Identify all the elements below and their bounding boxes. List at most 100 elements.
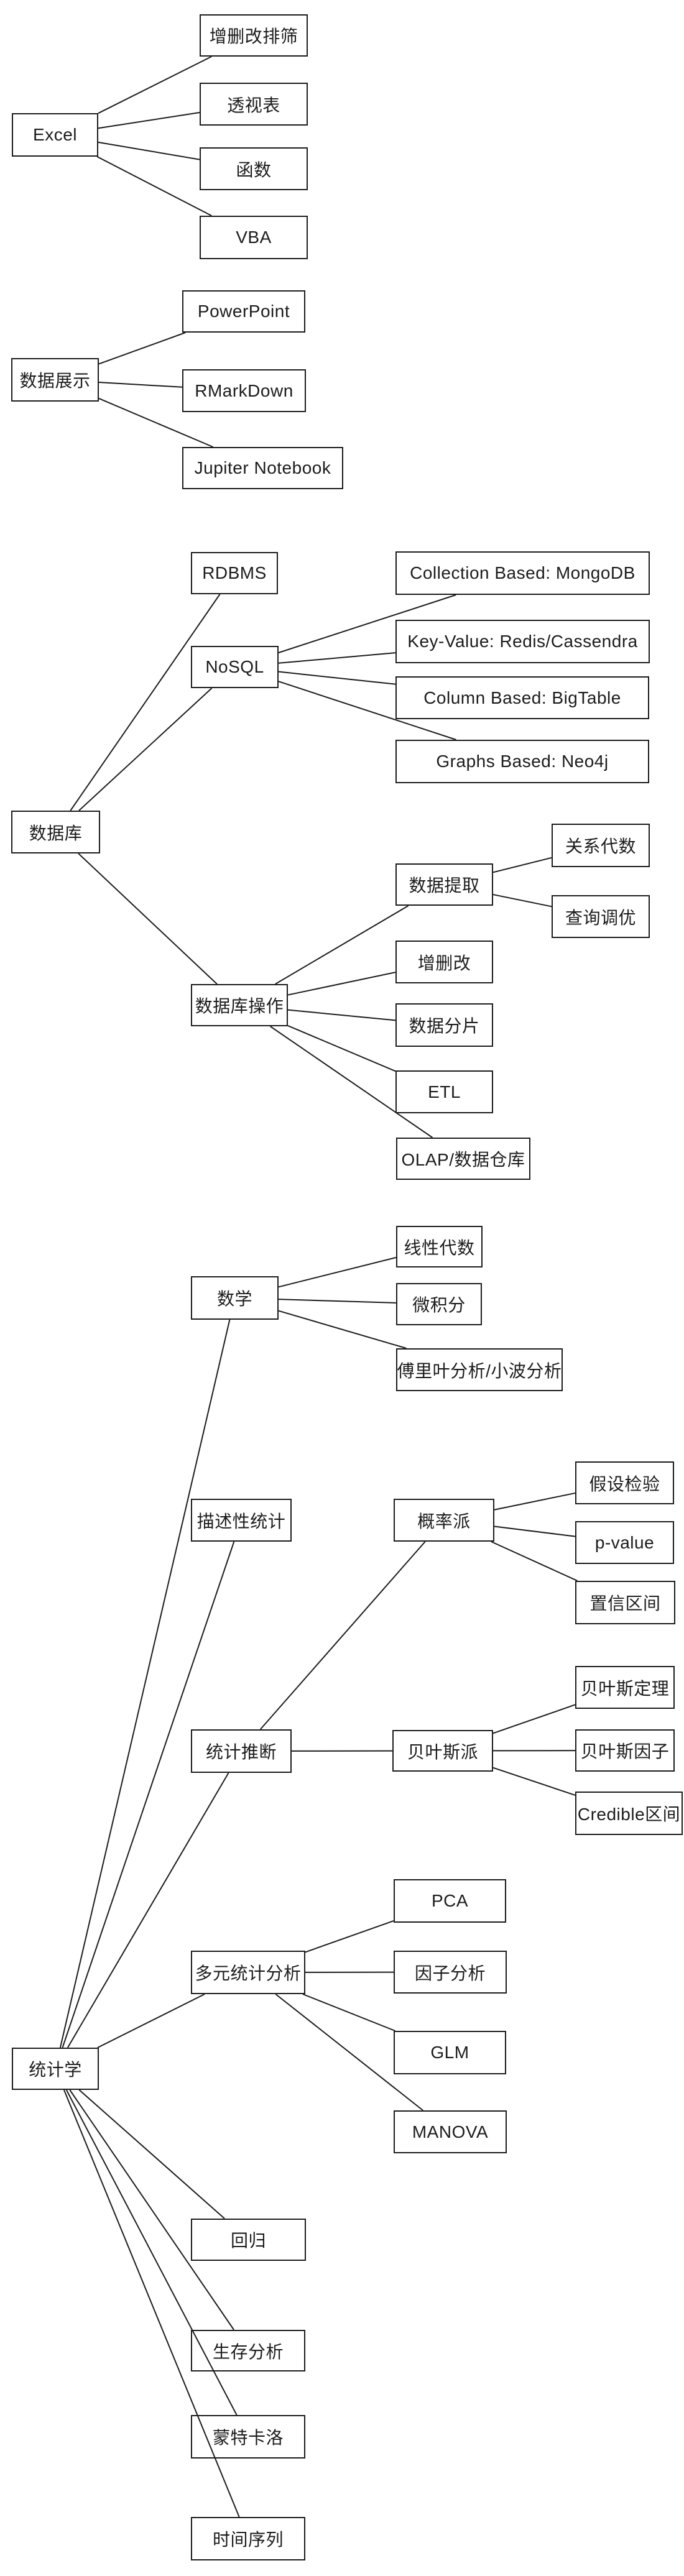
connector-nosql-to-column-bigtable xyxy=(278,671,396,685)
node-label: 假设检验 xyxy=(589,1474,660,1494)
connector-nosql-to-keyvalue-redis xyxy=(278,652,396,664)
connector-frequentist-to-p-value xyxy=(494,1525,576,1537)
node-crud[interactable]: 增删改 xyxy=(395,941,493,983)
node-survival-analysis[interactable]: 生存分析 xyxy=(191,2330,305,2371)
node-p-value[interactable]: p-value xyxy=(575,1521,674,1564)
node-label: 描述性统计 xyxy=(196,1511,286,1531)
node-glm[interactable]: GLM xyxy=(394,2031,506,2074)
node-label: 透视表 xyxy=(227,95,280,115)
node-data-presentation[interactable]: 数据展示 xyxy=(11,358,99,402)
node-label: 贝叶斯派 xyxy=(407,1742,478,1762)
node-label: PCA xyxy=(431,1891,469,1910)
connector-bayesian-to-credible-interval xyxy=(492,1767,576,1796)
connector-statistics-to-survival-analysis xyxy=(69,2089,234,2330)
node-label: 因子分析 xyxy=(414,1963,486,1983)
node-time-series[interactable]: 时间序列 xyxy=(191,2517,305,2560)
node-multivariate-stats[interactable]: 多元统计分析 xyxy=(191,1951,305,1994)
node-label: NoSQL xyxy=(205,657,264,676)
node-functions[interactable]: 函数 xyxy=(200,147,308,190)
node-label: Credible区间 xyxy=(577,1805,681,1824)
node-credible-interval[interactable]: Credible区间 xyxy=(575,1792,683,1835)
node-vba[interactable]: VBA xyxy=(200,216,308,259)
node-label: 傅里叶分析/小波分析 xyxy=(397,1361,562,1381)
node-regression[interactable]: 回归 xyxy=(191,2219,306,2261)
node-excel[interactable]: Excel xyxy=(12,113,98,157)
node-db-operations[interactable]: 数据库操作 xyxy=(191,984,288,1026)
node-label: VBA xyxy=(236,228,272,247)
node-manova[interactable]: MANOVA xyxy=(394,2110,507,2153)
node-label: 统计学 xyxy=(29,2060,82,2079)
node-label: Graphs Based: Neo4j xyxy=(436,752,609,771)
connector-statistics-to-multivariate-stats xyxy=(97,1994,205,2048)
node-data-sharding[interactable]: 数据分片 xyxy=(395,1003,493,1047)
node-label: 查询调优 xyxy=(565,908,636,927)
node-bayes-theorem[interactable]: 贝叶斯定理 xyxy=(575,1666,675,1709)
connector-data-extraction-to-relational-algebra xyxy=(492,857,552,873)
connector-data-presentation-to-rmarkdown xyxy=(98,382,183,388)
node-confidence-interval[interactable]: 置信区间 xyxy=(575,1581,675,1624)
node-label: Excel xyxy=(33,125,77,144)
connector-multivariate-stats-to-manova xyxy=(275,1994,423,2111)
node-label: 概率派 xyxy=(417,1511,471,1531)
connector-statistics-to-math xyxy=(59,1319,231,2048)
connector-multivariate-stats-to-pca xyxy=(305,1920,394,1953)
node-label: OLAP/数据仓库 xyxy=(401,1150,525,1169)
node-factor-analysis[interactable]: 因子分析 xyxy=(394,1951,507,1994)
node-keyvalue-redis[interactable]: Key-Value: Redis/Cassendra xyxy=(395,620,650,663)
connector-statistics-to-monte-carlo xyxy=(65,2089,238,2416)
connector-db-operations-to-olap-warehouse xyxy=(269,1026,433,1138)
node-label: PowerPoint xyxy=(197,301,290,321)
connector-database-to-nosql xyxy=(78,688,213,811)
node-label: 函数 xyxy=(236,160,272,180)
node-olap-warehouse[interactable]: OLAP/数据仓库 xyxy=(396,1138,530,1180)
node-label: 增删改 xyxy=(417,953,471,973)
node-calculus[interactable]: 微积分 xyxy=(396,1283,482,1325)
node-label: 时间序列 xyxy=(212,2530,284,2549)
connector-nosql-to-collection-mongodb xyxy=(278,594,456,653)
node-fourier-wavelet[interactable]: 傅里叶分析/小波分析 xyxy=(396,1348,563,1391)
node-jupiter-notebook[interactable]: Jupiter Notebook xyxy=(182,447,343,489)
connector-data-presentation-to-powerpoint xyxy=(98,332,186,365)
node-relational-algebra[interactable]: 关系代数 xyxy=(552,824,650,867)
node-frequentist[interactable]: 概率派 xyxy=(394,1499,494,1542)
node-statistics[interactable]: 统计学 xyxy=(12,2048,99,2090)
node-crud-sort-filter[interactable]: 增删改排筛 xyxy=(200,14,308,57)
node-column-bigtable[interactable]: Column Based: BigTable xyxy=(395,676,649,719)
node-statistical-inference[interactable]: 统计推断 xyxy=(191,1729,292,1773)
connector-bayesian-to-bayes-theorem xyxy=(492,1704,576,1734)
connector-excel-to-vba xyxy=(96,156,212,216)
node-label: 置信区间 xyxy=(589,1594,661,1613)
connector-math-to-fourier-wavelet xyxy=(278,1310,407,1349)
node-bayesian[interactable]: 贝叶斯派 xyxy=(392,1730,493,1772)
node-label: 增删改排筛 xyxy=(209,27,298,46)
node-label: 关系代数 xyxy=(565,837,636,856)
node-database[interactable]: 数据库 xyxy=(11,811,100,853)
connector-statistics-to-regression xyxy=(78,2089,225,2219)
node-descriptive-stats[interactable]: 描述性统计 xyxy=(191,1499,292,1542)
node-graphs-neo4j[interactable]: Graphs Based: Neo4j xyxy=(395,740,649,783)
node-pca[interactable]: PCA xyxy=(394,1879,506,1923)
node-etl[interactable]: ETL xyxy=(395,1070,493,1113)
connector-statistics-to-time-series xyxy=(63,2089,240,2518)
node-label: 线性代数 xyxy=(404,1238,475,1258)
node-label: 贝叶斯因子 xyxy=(580,1742,670,1761)
node-label: GLM xyxy=(430,2043,469,2062)
node-linear-algebra[interactable]: 线性代数 xyxy=(396,1226,483,1267)
node-label: RMarkDown xyxy=(195,380,293,400)
node-rdbms[interactable]: RDBMS xyxy=(191,552,278,594)
connector-statistics-to-statistical-inference xyxy=(67,1772,229,2048)
node-nosql[interactable]: NoSQL xyxy=(191,646,279,688)
node-collection-mongodb[interactable]: Collection Based: MongoDB xyxy=(395,551,650,595)
node-rmarkdown[interactable]: RMarkDown xyxy=(182,369,306,412)
node-query-tuning[interactable]: 查询调优 xyxy=(552,895,650,938)
node-label: 数据库 xyxy=(29,823,83,843)
node-hypothesis-testing[interactable]: 假设检验 xyxy=(575,1461,674,1504)
connector-nosql-to-graphs-neo4j xyxy=(278,681,456,740)
node-math[interactable]: 数学 xyxy=(191,1276,279,1320)
node-monte-carlo[interactable]: 蒙特卡洛 xyxy=(191,2415,305,2459)
node-bayes-factor[interactable]: 贝叶斯因子 xyxy=(575,1729,675,1772)
node-pivot-table[interactable]: 透视表 xyxy=(200,83,308,126)
node-data-extraction[interactable]: 数据提取 xyxy=(395,863,493,906)
node-powerpoint[interactable]: PowerPoint xyxy=(182,290,305,333)
connector-multivariate-stats-to-glm xyxy=(302,1994,395,2031)
